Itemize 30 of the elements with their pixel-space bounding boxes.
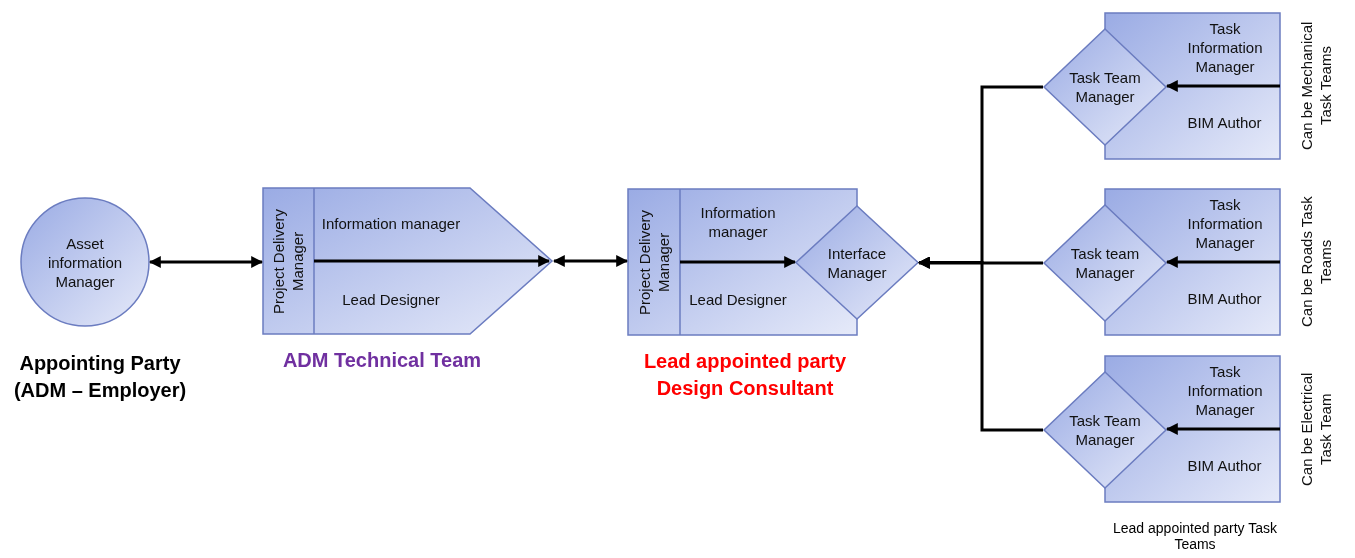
- role-label: Interface Manager: [826, 243, 888, 282]
- group-title: ADM Technical Team: [281, 348, 483, 373]
- node-caption: Appointing Party (ADM – Employer): [12, 351, 188, 403]
- role-label: Lead Designer: [689, 289, 787, 309]
- role-label: BIM Author: [1187, 455, 1262, 475]
- arrow: [1165, 80, 1280, 92]
- role-label: Task Information Manager: [1186, 194, 1264, 252]
- role-label: Information manager: [321, 213, 461, 233]
- group-note: Lead appointed party Task Teams: [1112, 520, 1278, 552]
- role-label: BIM Author: [1187, 288, 1262, 308]
- arrow: [680, 256, 797, 268]
- role-label: BIM Author: [1187, 112, 1262, 132]
- arrow: [1165, 423, 1280, 435]
- role-label: Task Team Manager: [1068, 411, 1142, 449]
- role-label: Can be Mechanical Task Teams: [1297, 20, 1335, 153]
- role-label: Project Delivery Manager: [634, 208, 673, 317]
- role-label: Can be Roads Task Teams: [1297, 195, 1335, 330]
- group-title: Lead appointed party Design Consultant: [642, 349, 848, 401]
- role-label: Information manager: [699, 203, 777, 241]
- role-label: Task Team Manager: [1068, 68, 1142, 106]
- role-label: Project Delivery Manager: [269, 207, 307, 316]
- arrow: [314, 255, 551, 267]
- role-label: Task Information Manager: [1186, 18, 1264, 76]
- role-label: Task team Manager: [1069, 244, 1141, 282]
- role-label: Task Information Manager: [1186, 361, 1264, 419]
- role-label: Asset information Manager: [46, 233, 124, 291]
- role-label: Lead Designer: [342, 289, 440, 309]
- arrow: [1165, 256, 1280, 268]
- role-label: Can be Electrical Task Team: [1297, 371, 1335, 488]
- arrow: [552, 255, 629, 267]
